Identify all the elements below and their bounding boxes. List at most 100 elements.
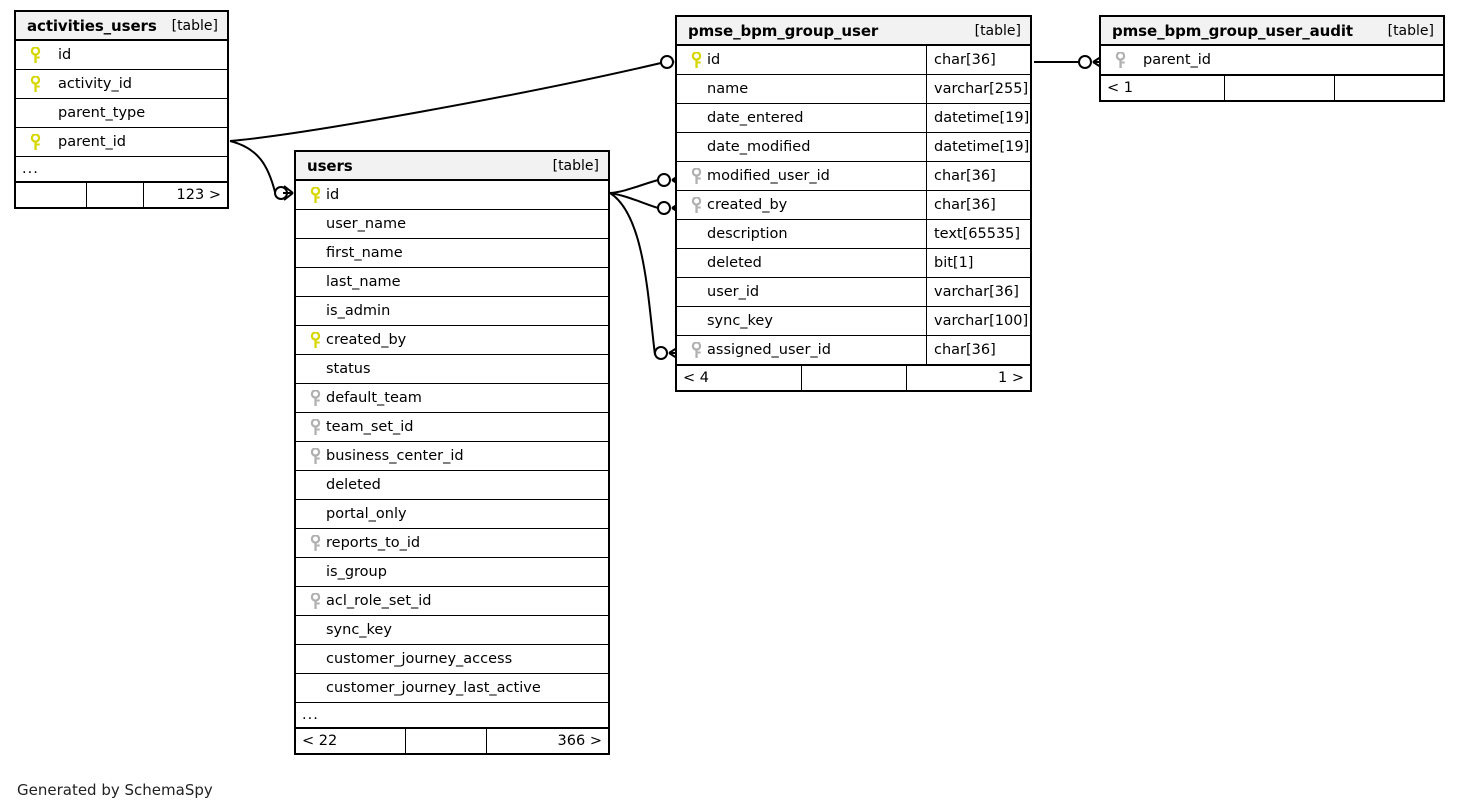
column-row[interactable]: parent_id	[16, 128, 227, 157]
column-name: created_by	[326, 332, 407, 348]
column-row[interactable]: modified_user_id char[36]	[677, 162, 1030, 191]
column-row[interactable]: deleted bit[1]	[677, 249, 1030, 278]
cardinality-zero-marker	[660, 55, 674, 69]
footer-incoming-count[interactable]: < 4	[683, 370, 709, 386]
primary-key-icon	[304, 186, 326, 204]
footer-incoming-count[interactable]: < 22	[302, 733, 338, 749]
footer-outgoing-count[interactable]	[1333, 76, 1443, 100]
edge-users-to-modified-user-id	[609, 179, 659, 194]
footer-incoming-count[interactable]: < 1	[1107, 80, 1133, 96]
foreign-key-icon	[304, 447, 326, 465]
foreign-key-icon	[304, 389, 326, 407]
column-row[interactable]: is_group	[296, 558, 608, 587]
table-kind-label: [table]	[974, 22, 1021, 39]
column-name: id	[58, 47, 72, 63]
column-type: char[36]	[926, 46, 1030, 74]
column-row[interactable]: assigned_user_id char[36]	[677, 336, 1030, 365]
column-row[interactable]: acl_role_set_id	[296, 587, 608, 616]
column-row[interactable]: customer_journey_last_active	[296, 674, 608, 703]
column-name: acl_role_set_id	[326, 593, 432, 609]
column-row[interactable]: date_modified datetime[19]	[677, 133, 1030, 162]
footer-middle	[800, 366, 907, 390]
table-footer: 123 >	[16, 182, 227, 207]
column-type: char[36]	[926, 162, 1030, 190]
column-row[interactable]: date_entered datetime[19]	[677, 104, 1030, 133]
footer-outgoing-count[interactable]: 1 >	[906, 366, 1030, 390]
table-header: users [table]	[296, 152, 608, 181]
column-name: business_center_id	[326, 448, 464, 464]
column-row[interactable]: sync_key varchar[100]	[677, 307, 1030, 336]
primary-key-icon	[685, 51, 707, 69]
column-name: deleted	[326, 477, 381, 493]
column-row[interactable]: description text[65535]	[677, 220, 1030, 249]
column-row[interactable]: parent_type	[16, 99, 227, 128]
footer-middle	[405, 729, 486, 753]
more-columns-indicator: ...	[296, 703, 608, 728]
table-footer: < 4 1 >	[677, 365, 1030, 390]
column-name: id	[707, 52, 721, 68]
column-name: parent_id	[1143, 52, 1212, 68]
table-pmse_bpm_group_user[interactable]: pmse_bpm_group_user [table] id char[36] …	[675, 15, 1032, 392]
table-kind-label: [table]	[171, 17, 218, 34]
column-row[interactable]: first_name	[296, 239, 608, 268]
column-row[interactable]: business_center_id	[296, 442, 608, 471]
column-row[interactable]: customer_journey_access	[296, 645, 608, 674]
column-name: sync_key	[707, 313, 773, 329]
column-type: datetime[19]	[926, 133, 1030, 161]
table-activities_users[interactable]: activities_users [table] id activity_id	[14, 10, 229, 209]
foreign-key-icon	[304, 534, 326, 552]
column-row[interactable]: user_name	[296, 210, 608, 239]
column-row[interactable]: name varchar[255]	[677, 75, 1030, 104]
column-row[interactable]: parent_id	[1101, 46, 1443, 75]
column-name: sync_key	[326, 622, 392, 638]
column-row[interactable]: id	[16, 41, 227, 70]
column-name: modified_user_id	[707, 168, 830, 184]
column-row[interactable]: user_id varchar[36]	[677, 278, 1030, 307]
foreign-key-icon	[304, 418, 326, 436]
column-name: first_name	[326, 245, 403, 261]
table-title: activities_users	[27, 16, 157, 35]
edge-activities-users-to-users	[229, 140, 276, 193]
table-header: pmse_bpm_group_user [table]	[677, 17, 1030, 46]
column-row[interactable]: default_team	[296, 384, 608, 413]
column-row[interactable]: deleted	[296, 471, 608, 500]
table-header: pmse_bpm_group_user_audit [table]	[1101, 17, 1443, 46]
column-name: customer_journey_access	[326, 651, 513, 667]
column-name: parent_id	[58, 134, 127, 150]
column-name: user_id	[707, 284, 760, 300]
column-row[interactable]: portal_only	[296, 500, 608, 529]
primary-key-icon	[24, 133, 46, 151]
table-footer: < 22 366 >	[296, 728, 608, 753]
column-row[interactable]: sync_key	[296, 616, 608, 645]
column-row[interactable]: id char[36]	[677, 46, 1030, 75]
column-type: char[36]	[926, 336, 1030, 364]
table-users[interactable]: users [table] id user_name first_name la…	[294, 150, 610, 755]
column-name: assigned_user_id	[707, 342, 831, 358]
column-row[interactable]: team_set_id	[296, 413, 608, 442]
column-name: status	[326, 361, 371, 377]
footer-outgoing-count[interactable]: 123 >	[142, 183, 227, 207]
column-list: id activity_id parent_type	[16, 41, 227, 207]
crowsfoot-marker	[283, 185, 294, 201]
column-row[interactable]: status	[296, 355, 608, 384]
column-name: is_admin	[326, 303, 391, 319]
column-name: customer_journey_last_active	[326, 680, 541, 696]
column-row[interactable]: id	[296, 181, 608, 210]
column-row[interactable]: last_name	[296, 268, 608, 297]
table-title: pmse_bpm_group_user_audit	[1112, 21, 1353, 40]
column-list: id char[36] name varchar[255] date_enter…	[677, 46, 1030, 390]
footer-outgoing-count[interactable]: 366 >	[486, 729, 608, 753]
column-row[interactable]: created_by	[296, 326, 608, 355]
column-row[interactable]: reports_to_id	[296, 529, 608, 558]
column-name: description	[707, 226, 788, 242]
cardinality-zero-marker	[657, 173, 671, 187]
table-pmse_bpm_group_user_audit[interactable]: pmse_bpm_group_user_audit [table] parent…	[1099, 15, 1445, 102]
footer-incoming-count[interactable]	[16, 183, 86, 207]
footer-middle	[1224, 76, 1333, 100]
column-type: varchar[100]	[926, 307, 1030, 335]
column-row[interactable]: activity_id	[16, 70, 227, 99]
column-row[interactable]: is_admin	[296, 297, 608, 326]
foreign-key-icon	[685, 167, 707, 185]
foreign-key-icon	[685, 341, 707, 359]
column-row[interactable]: created_by char[36]	[677, 191, 1030, 220]
